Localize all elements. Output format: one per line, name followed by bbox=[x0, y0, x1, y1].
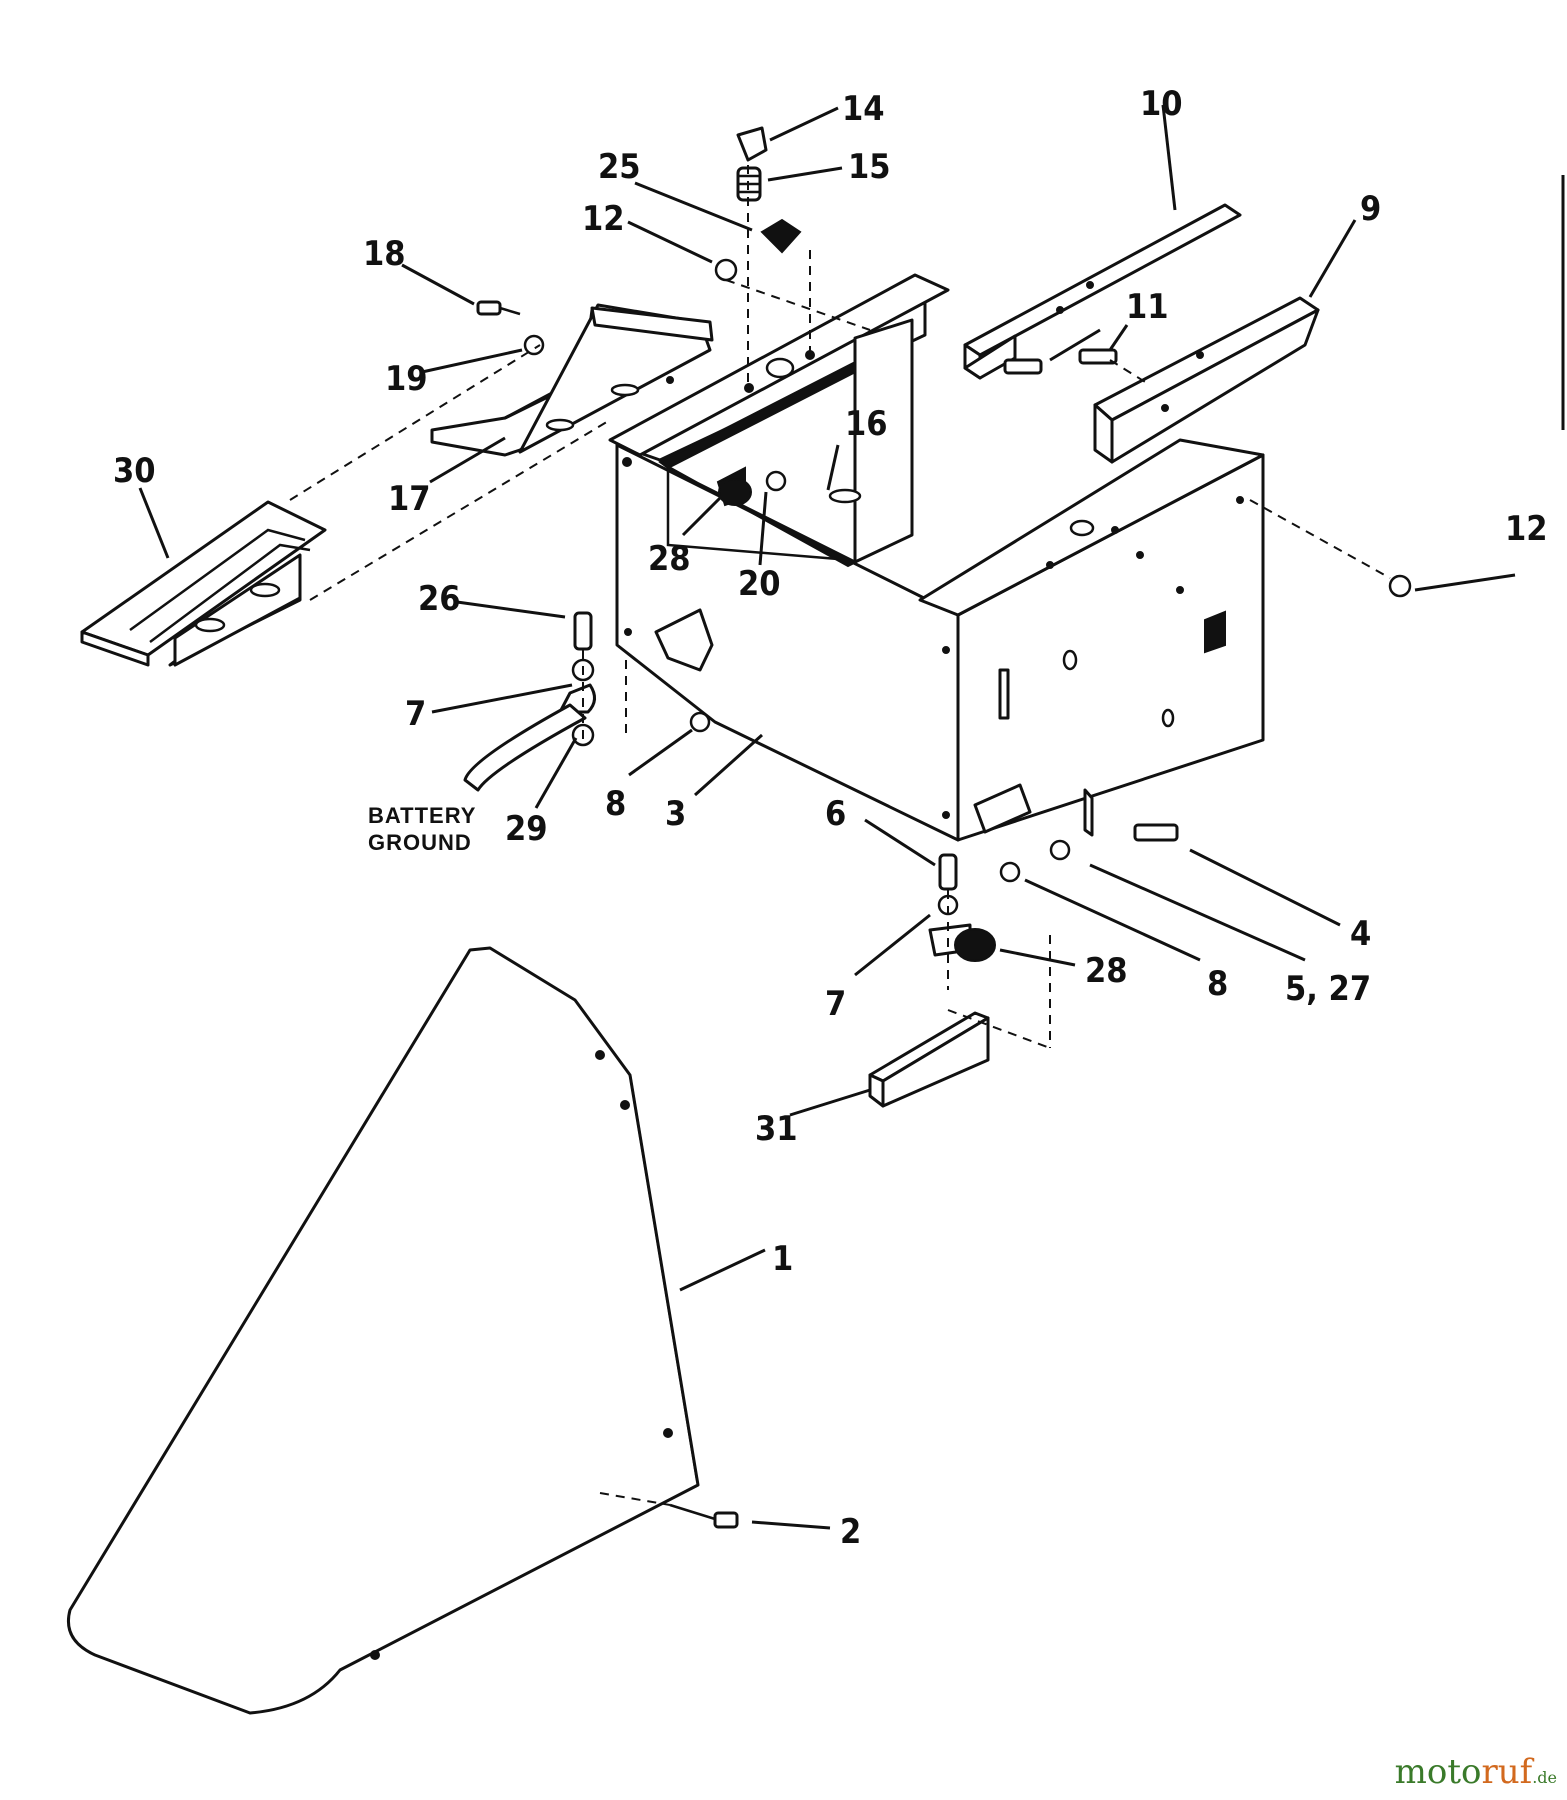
callout-3: 3 bbox=[665, 794, 686, 834]
callout-30: 30 bbox=[113, 451, 156, 491]
callout-20: 20 bbox=[738, 564, 781, 604]
callout-2: 2 bbox=[840, 1512, 861, 1552]
callout-17: 17 bbox=[388, 479, 431, 519]
callout-31: 31 bbox=[755, 1109, 798, 1149]
part-9-angle-rail bbox=[1093, 296, 1320, 464]
fasteners bbox=[463, 126, 1412, 1529]
part-31-angle-bracket bbox=[868, 1011, 990, 1108]
callout-5-27: 5, 27 bbox=[1285, 969, 1371, 1009]
assembly-lines bbox=[289, 165, 1391, 1506]
callout-9: 9 bbox=[1360, 189, 1381, 229]
callout-7-bottom: 7 bbox=[825, 984, 846, 1024]
part-17-channel-bracket bbox=[430, 303, 714, 457]
callout-11: 11 bbox=[1126, 287, 1169, 327]
callout-19: 19 bbox=[385, 359, 428, 399]
callout-16: 16 bbox=[845, 404, 888, 444]
callout-28-top: 28 bbox=[648, 539, 691, 579]
callout-15: 15 bbox=[848, 147, 891, 187]
callout-labels: 14 15 25 12 10 9 11 18 19 17 30 16 28 20… bbox=[113, 84, 1548, 1552]
callout-12-top: 12 bbox=[582, 199, 625, 239]
callout-26: 26 bbox=[418, 579, 461, 619]
watermark-logo: motoruf.de bbox=[1395, 1752, 1557, 1792]
callout-4: 4 bbox=[1350, 914, 1371, 954]
watermark-brand-a: moto bbox=[1394, 1752, 1482, 1792]
part-10-angle-rail bbox=[963, 203, 1242, 380]
callout-8-left: 8 bbox=[605, 784, 626, 824]
battery-ground-label-line2: GROUND bbox=[368, 830, 472, 855]
callout-8-right: 8 bbox=[1207, 964, 1228, 1004]
callout-6: 6 bbox=[825, 794, 846, 834]
watermark-brand-b: ruf bbox=[1481, 1752, 1533, 1792]
part-1-side-panel bbox=[67, 946, 700, 1715]
callout-7-left: 7 bbox=[405, 694, 426, 734]
watermark-tld: .de bbox=[1532, 1768, 1557, 1787]
callout-arrows bbox=[138, 104, 1516, 1530]
main-box-housing bbox=[608, 273, 1265, 842]
callout-18: 18 bbox=[363, 234, 406, 274]
callout-29: 29 bbox=[505, 809, 548, 849]
callout-12-right: 12 bbox=[1505, 509, 1548, 549]
callout-25: 25 bbox=[598, 147, 641, 187]
callout-28-bottom: 28 bbox=[1085, 951, 1128, 991]
callout-14: 14 bbox=[842, 89, 885, 129]
callout-10: 10 bbox=[1140, 84, 1183, 124]
part-30-step-plate bbox=[80, 500, 327, 667]
callout-1: 1 bbox=[772, 1239, 793, 1279]
battery-ground-label-line1: BATTERY bbox=[368, 803, 476, 828]
